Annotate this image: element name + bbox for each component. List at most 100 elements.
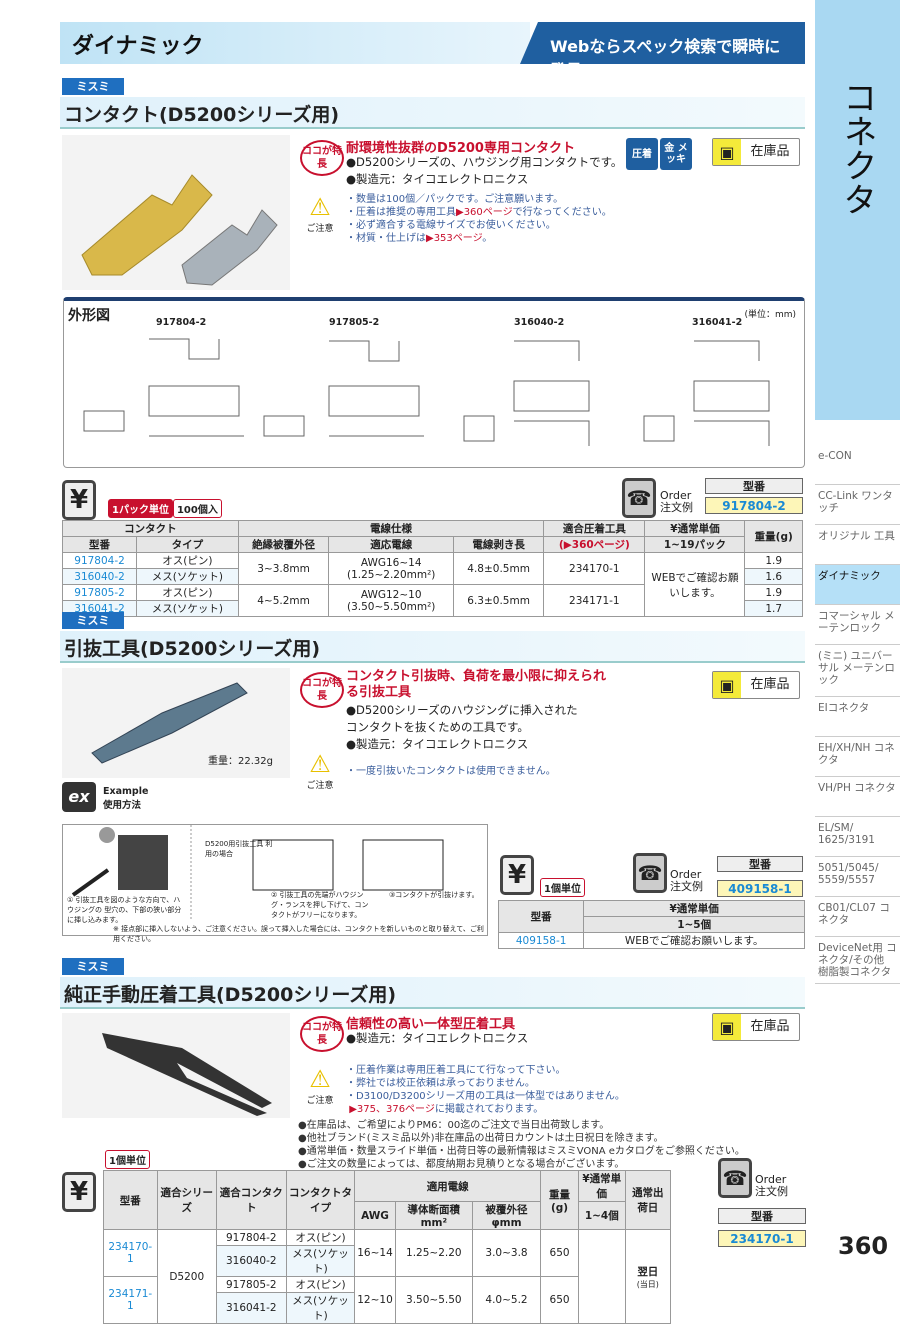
- warning-icon: ⚠: [309, 1065, 331, 1093]
- nav-item[interactable]: DeviceNet用 コネクタ/その他 樹脂製コネクタ: [815, 937, 900, 984]
- nav-item[interactable]: EIコネクタ: [815, 697, 900, 737]
- cell: 1.9: [744, 552, 803, 569]
- cell: [577, 1229, 626, 1324]
- cell: オス(ピン): [136, 552, 239, 569]
- category-header: ダイナミック: [60, 22, 530, 64]
- nav-item[interactable]: (ミニ) ユニバーサル メーテンロック: [815, 645, 900, 697]
- info-line: ●他社ブランド(ミスミ品以外)非在庫品の出荷日カウントは土日祝日を除きます。: [298, 1133, 664, 1144]
- price-icon: ¥: [62, 1172, 96, 1212]
- note: ・圧着作業は専用圧着工具にて行なって下さい。: [346, 1065, 566, 1076]
- usage-diagram: ① 引抜工具を図のような方向で、ハウジングの 型穴の、下部の狭い部分に挿し込みま…: [62, 824, 488, 943]
- model-header: 型番: [717, 856, 803, 872]
- extraction-tool-photo: [62, 668, 290, 778]
- technical-drawings: [83, 338, 770, 446]
- feature-list: ●D5200シリーズの、ハウジング用コンタクトです。●製造元：タイコエレクトロニ…: [346, 154, 622, 188]
- feature-badge: ココが特長: [300, 140, 344, 176]
- page-link[interactable]: ▶360ページ: [456, 207, 513, 218]
- drawing-part: 316041-2: [692, 317, 743, 328]
- nav-item[interactable]: EL/SM/ 1625/3191: [815, 817, 900, 857]
- stock-badge: ▣在庫品: [712, 1013, 800, 1041]
- info-line: ●ご注文の数量によっては、都度納期お見積りとなる場合がございます。: [298, 1159, 625, 1170]
- unit-badge: 1個単位: [105, 1150, 150, 1169]
- page-number: 360: [838, 1232, 889, 1260]
- part-link[interactable]: 234170-1: [103, 1229, 158, 1277]
- nav-item[interactable]: EH/XH/NH コネクタ: [815, 737, 900, 777]
- th: 被覆外径φmm: [471, 1201, 542, 1230]
- footnote: ※ 接点部に挿入しないよう、ご注意ください。誤って挿入した場合には、コンタクトを…: [113, 925, 484, 943]
- cell: オス(ピン): [285, 1229, 356, 1246]
- example-badge: ex: [62, 782, 96, 812]
- nav-item[interactable]: CB01/CL07 コネクタ: [815, 897, 900, 937]
- part-link[interactable]: 409158-1: [497, 932, 585, 949]
- web-search-banner[interactable]: Webならスペック検索で瞬時に発見!!: [520, 22, 805, 64]
- info-line: ●在庫品は、ご希望によりPM6：00迄のご注文で当日出荷致します。: [298, 1120, 610, 1131]
- phone-icon: ☎: [633, 853, 667, 893]
- cell: 1.6: [744, 568, 803, 585]
- th: 1~4個: [577, 1201, 626, 1230]
- side-tab: [815, 0, 900, 420]
- order-example: 234170-1: [718, 1230, 806, 1247]
- box-icon: ▣: [713, 672, 741, 698]
- th: 型番: [497, 900, 585, 933]
- nav-item[interactable]: コマーシャル メーテンロック: [815, 605, 900, 645]
- page-link[interactable]: ▶353ページ: [426, 233, 483, 244]
- caution-label: ご注意: [306, 224, 334, 234]
- caution-block: ⚠ご注意: [303, 750, 337, 791]
- cell: AWG16~14(1.25~2.20mm²): [328, 552, 454, 585]
- nav-item[interactable]: e-CON: [815, 445, 900, 485]
- cell: メス(ソケット): [285, 1245, 356, 1277]
- th: コンタクトタイプ: [285, 1170, 356, 1230]
- th-link[interactable]: (▶360ページ): [543, 536, 646, 553]
- feature-badge: ココが特長: [300, 1016, 344, 1052]
- part-link[interactable]: 917805-2: [61, 584, 138, 601]
- part-link[interactable]: 234171-1: [103, 1276, 158, 1324]
- feature-heading: 信頼性の高い一体型圧着工具: [346, 1017, 516, 1032]
- note: ・材質・仕上げは▶353ページ。: [346, 232, 612, 245]
- cell: メス(ソケット): [136, 568, 239, 585]
- nav-item[interactable]: CC-Link ワンタッチ: [815, 485, 900, 525]
- cell: 3.0~3.8: [471, 1229, 542, 1277]
- th: ¥通常単価: [644, 520, 746, 537]
- phone-icon: ☎: [718, 1158, 752, 1198]
- step-1: ① 引抜工具を図のような方向で、ハウジングの 型穴の、下部の狭い部分に挿し込みま…: [67, 896, 182, 924]
- th: 型番: [103, 1170, 158, 1230]
- cell: 3.50~5.50: [394, 1276, 473, 1324]
- caution-block: ⚠ご注意: [303, 1065, 337, 1106]
- page-link[interactable]: ▶375、376ページ: [349, 1104, 435, 1115]
- th: AWG: [354, 1201, 396, 1230]
- bullet: ●製造元：タイコエレクトロニクス: [346, 737, 529, 751]
- nav-item[interactable]: VH/PH コネクタ: [815, 777, 900, 817]
- usage-illustration: [71, 825, 444, 921]
- part-link[interactable]: 316040-2: [61, 568, 138, 585]
- step-2: ② 引抜工具の先端がハウジング・ランスを押し下げて、コンタクトがフリーになります…: [271, 891, 369, 919]
- section-title: 純正手動圧着工具(D5200シリーズ用): [60, 977, 805, 1009]
- section-title: 引抜工具(D5200シリーズ用): [60, 631, 805, 663]
- notes: ・圧着作業は専用圧着工具にて行なって下さい。 ・弊社では校正依頼は承っておりませ…: [346, 1064, 625, 1116]
- nav-item-active[interactable]: ダイナミック: [815, 565, 900, 605]
- note: ・D3100/D3200シリーズ用の工具は一体型ではありません。: [346, 1091, 625, 1102]
- nav-item[interactable]: 5051/5045/ 5559/5557: [815, 857, 900, 897]
- stock-label: 在庫品: [750, 1019, 790, 1034]
- contact-photo: [62, 135, 290, 290]
- crimp-tool-photo: [62, 1013, 290, 1118]
- th: 型番: [61, 536, 138, 553]
- drawing-unit: (単位：mm): [744, 310, 796, 320]
- part-link[interactable]: 917804-2: [61, 552, 138, 569]
- bullet: ●D5200シリーズの、ハウジング用コンタクトです。: [346, 155, 623, 169]
- cell: メス(ソケット): [136, 600, 239, 617]
- order-en: Order: [660, 489, 692, 502]
- warning-icon: ⚠: [309, 193, 331, 221]
- th: 適合圧着工具: [543, 520, 646, 537]
- cell: メス(ソケット): [285, 1292, 356, 1324]
- nav-item[interactable]: オリジナル 工具: [815, 525, 900, 565]
- cell: AWG12~10(3.50~5.50mm²): [328, 584, 454, 617]
- cell: オス(ピン): [285, 1276, 356, 1293]
- area: (3.50~5.50mm²): [346, 600, 436, 613]
- note-text: ・圧着は推奨の専用工具: [346, 207, 456, 218]
- drawing-part: 316040-2: [514, 317, 565, 328]
